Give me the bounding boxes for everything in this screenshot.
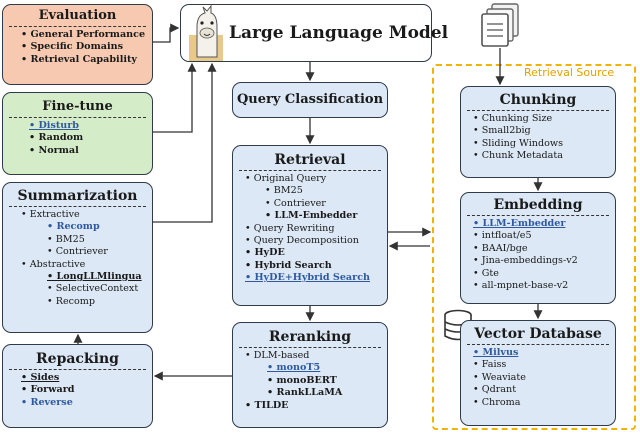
retrieval-source-label: Retrieval Source [524, 66, 615, 79]
evaluation-title: Evaluation [38, 8, 117, 23]
list-item: BAAI/bge [473, 243, 615, 255]
finetune-title: Fine-tune [42, 99, 113, 114]
divider [9, 369, 146, 370]
embedding-title: Embedding [493, 197, 583, 213]
list-item: HyDE [245, 247, 387, 259]
reranking-box[interactable]: Reranking DLM-based monoT5 monoBERT Rank… [232, 322, 388, 428]
list-item-llm-embedder: LLM-Embedder [473, 218, 615, 230]
llama-icon [189, 5, 223, 61]
chunking-title: Chunking [499, 92, 577, 108]
llm-title: Large Language Model [229, 23, 449, 43]
retrieval-source-region [432, 64, 636, 430]
list-item-hyde-hybrid: HyDE+Hybrid Search [245, 272, 387, 284]
abstractive-label: Abstractive [3, 259, 152, 271]
list-item: all-mpnet-base-v2 [473, 280, 615, 292]
divider [467, 110, 609, 111]
repacking-box[interactable]: Repacking Sides Forward Reverse [2, 344, 153, 428]
list-item: Jina-embeddings-v2 [473, 255, 615, 267]
divider [239, 170, 381, 171]
list-item: DLM-based [245, 350, 387, 362]
list-item: Original Query [245, 173, 387, 185]
list-item: RankLLaMA [245, 387, 387, 399]
list-item: Query Rewriting [245, 223, 387, 235]
list-item: Sliding Windows [473, 138, 615, 150]
divider [467, 344, 609, 345]
list-item: Chroma [473, 397, 615, 409]
list-item-monot5: monoT5 [245, 362, 387, 374]
list-item: Contriever [245, 198, 387, 210]
list-item: intfloat/e5 [473, 230, 615, 242]
arrow-summarization-llm [153, 62, 217, 223]
list-item: BM25 [245, 185, 387, 197]
divider [9, 117, 146, 118]
list-item: Chunking Size [473, 113, 615, 125]
list-item: Small2big [473, 125, 615, 137]
list-item: Recomp [29, 296, 152, 308]
reranking-title: Reranking [268, 329, 352, 345]
arrow-evaluation-llm [153, 23, 180, 43]
arrow-finetune-llm [153, 62, 197, 133]
summarization-title: Summarization [17, 188, 138, 204]
list-item-milvus: Milvus [473, 347, 615, 359]
divider [467, 215, 609, 216]
query-classification-box[interactable]: Query Classification [232, 82, 388, 118]
llm-box[interactable]: Large Language Model [180, 4, 448, 62]
retrieval-box[interactable]: Retrieval Original Query BM25 Contriever… [232, 145, 388, 306]
list-item-reverse: Reverse [21, 397, 152, 409]
list-item: Gte [473, 268, 615, 280]
list-item: Weaviate [473, 372, 615, 384]
list-item: Query Decomposition [245, 235, 387, 247]
extractive-label: Extractive [3, 209, 152, 221]
list-item-sides: Sides [21, 372, 152, 384]
list-item-longllmlingua: LongLLMlingua [29, 271, 152, 283]
list-item: General Performance [21, 29, 152, 41]
list-item-disturb: Disturb [29, 120, 152, 132]
list-item: SelectiveContext [29, 283, 152, 295]
list-item: Hybrid Search [245, 260, 387, 272]
list-item: Qdrant [473, 384, 615, 396]
divider [9, 26, 146, 27]
list-item: Forward [21, 384, 152, 396]
finetune-box[interactable]: Fine-tune Disturb Random Normal [2, 92, 153, 175]
chunking-box[interactable]: Chunking Chunking Size Small2big Sliding… [460, 86, 616, 178]
summarization-box[interactable]: Summarization Extractive Recomp BM25 Con… [2, 182, 153, 333]
documents-icon [481, 3, 519, 47]
retrieval-title: Retrieval [274, 152, 346, 168]
vector-database-box[interactable]: Vector Database Milvus Faiss Weaviate Qd… [460, 320, 616, 426]
list-item: Specific Domains [21, 41, 152, 53]
list-item-recomp: Recomp [29, 221, 152, 233]
list-item: Contriever [29, 246, 152, 258]
list-item: monoBERT [245, 375, 387, 387]
list-item: TILDE [245, 400, 387, 412]
list-item: Normal [29, 145, 152, 157]
list-item: Faiss [473, 359, 615, 371]
divider [239, 347, 381, 348]
repacking-title: Repacking [36, 351, 119, 367]
list-item: BM25 [29, 234, 152, 246]
list-item: Chunk Metadata [473, 150, 615, 162]
vector-database-title: Vector Database [474, 326, 602, 342]
list-item: Random [29, 132, 152, 144]
divider [9, 206, 146, 207]
list-item: Retrieval Capability [21, 54, 152, 66]
list-item-llm-embedder: LLM-Embedder [245, 210, 387, 222]
evaluation-box[interactable]: Evaluation General Performance Specific … [2, 4, 153, 85]
embedding-box[interactable]: Embedding LLM-Embedder intfloat/e5 BAAI/… [460, 192, 616, 304]
query-classification-title: Query Classification [236, 92, 384, 107]
